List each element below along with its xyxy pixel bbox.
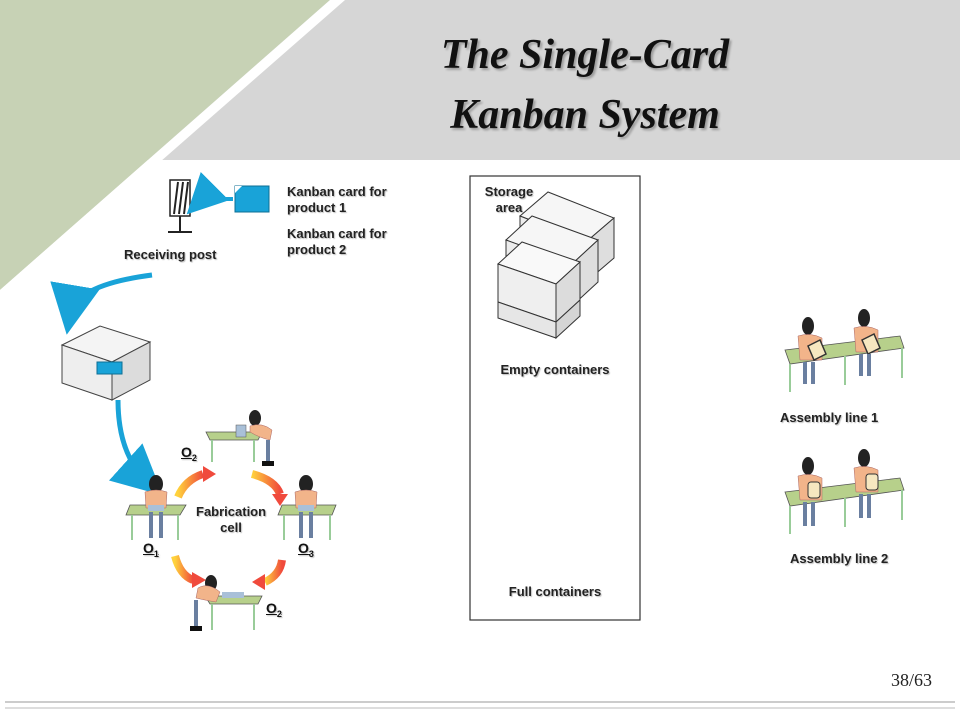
worker-o1-icon	[125, 475, 187, 540]
kanban-card-1-label: Kanban card for product 1	[287, 184, 387, 215]
fabrication-cell-label: Fabrication cell	[196, 504, 267, 535]
operator-o3-label: O3	[298, 540, 314, 559]
slide-title-line-1: The Single-Card	[440, 32, 730, 78]
operator-o2-top-label: O2	[181, 444, 197, 463]
assembly-line-2-icon	[784, 449, 905, 534]
worker-o3-icon	[277, 475, 337, 540]
receiving-post-label: Receiving post	[124, 247, 217, 262]
kanban-card-icon	[234, 185, 270, 213]
slide-title-line-2: Kanban System	[450, 92, 720, 138]
assembly-line-1-icon	[784, 309, 905, 392]
container-to-cell-arrow	[108, 399, 163, 496]
card-to-post-arrow	[186, 171, 233, 215]
storage-area-label: Storage area	[484, 184, 534, 215]
full-containers-label: Full containers	[508, 584, 602, 599]
cell-cycle-arrows	[171, 466, 288, 590]
page-number: 38/63	[890, 670, 932, 690]
kanban-card-2-label: Kanban card for product 2	[287, 226, 387, 257]
post-to-container-arrow	[50, 272, 153, 335]
operator-o1-label: O1	[143, 540, 159, 559]
operator-o2-bottom-label: O2	[266, 600, 282, 619]
empty-containers-stack-icon	[497, 191, 615, 340]
assembly-line-1-label: Assembly line 1	[780, 410, 879, 425]
container-with-card-icon	[60, 325, 152, 401]
assembly-line-2-label: Assembly line 2	[790, 551, 889, 566]
worker-o2-bottom-icon	[190, 575, 263, 631]
worker-o2-top-icon	[205, 410, 274, 466]
empty-containers-label: Empty containers	[500, 362, 610, 377]
receiving-post-icon	[168, 179, 192, 233]
